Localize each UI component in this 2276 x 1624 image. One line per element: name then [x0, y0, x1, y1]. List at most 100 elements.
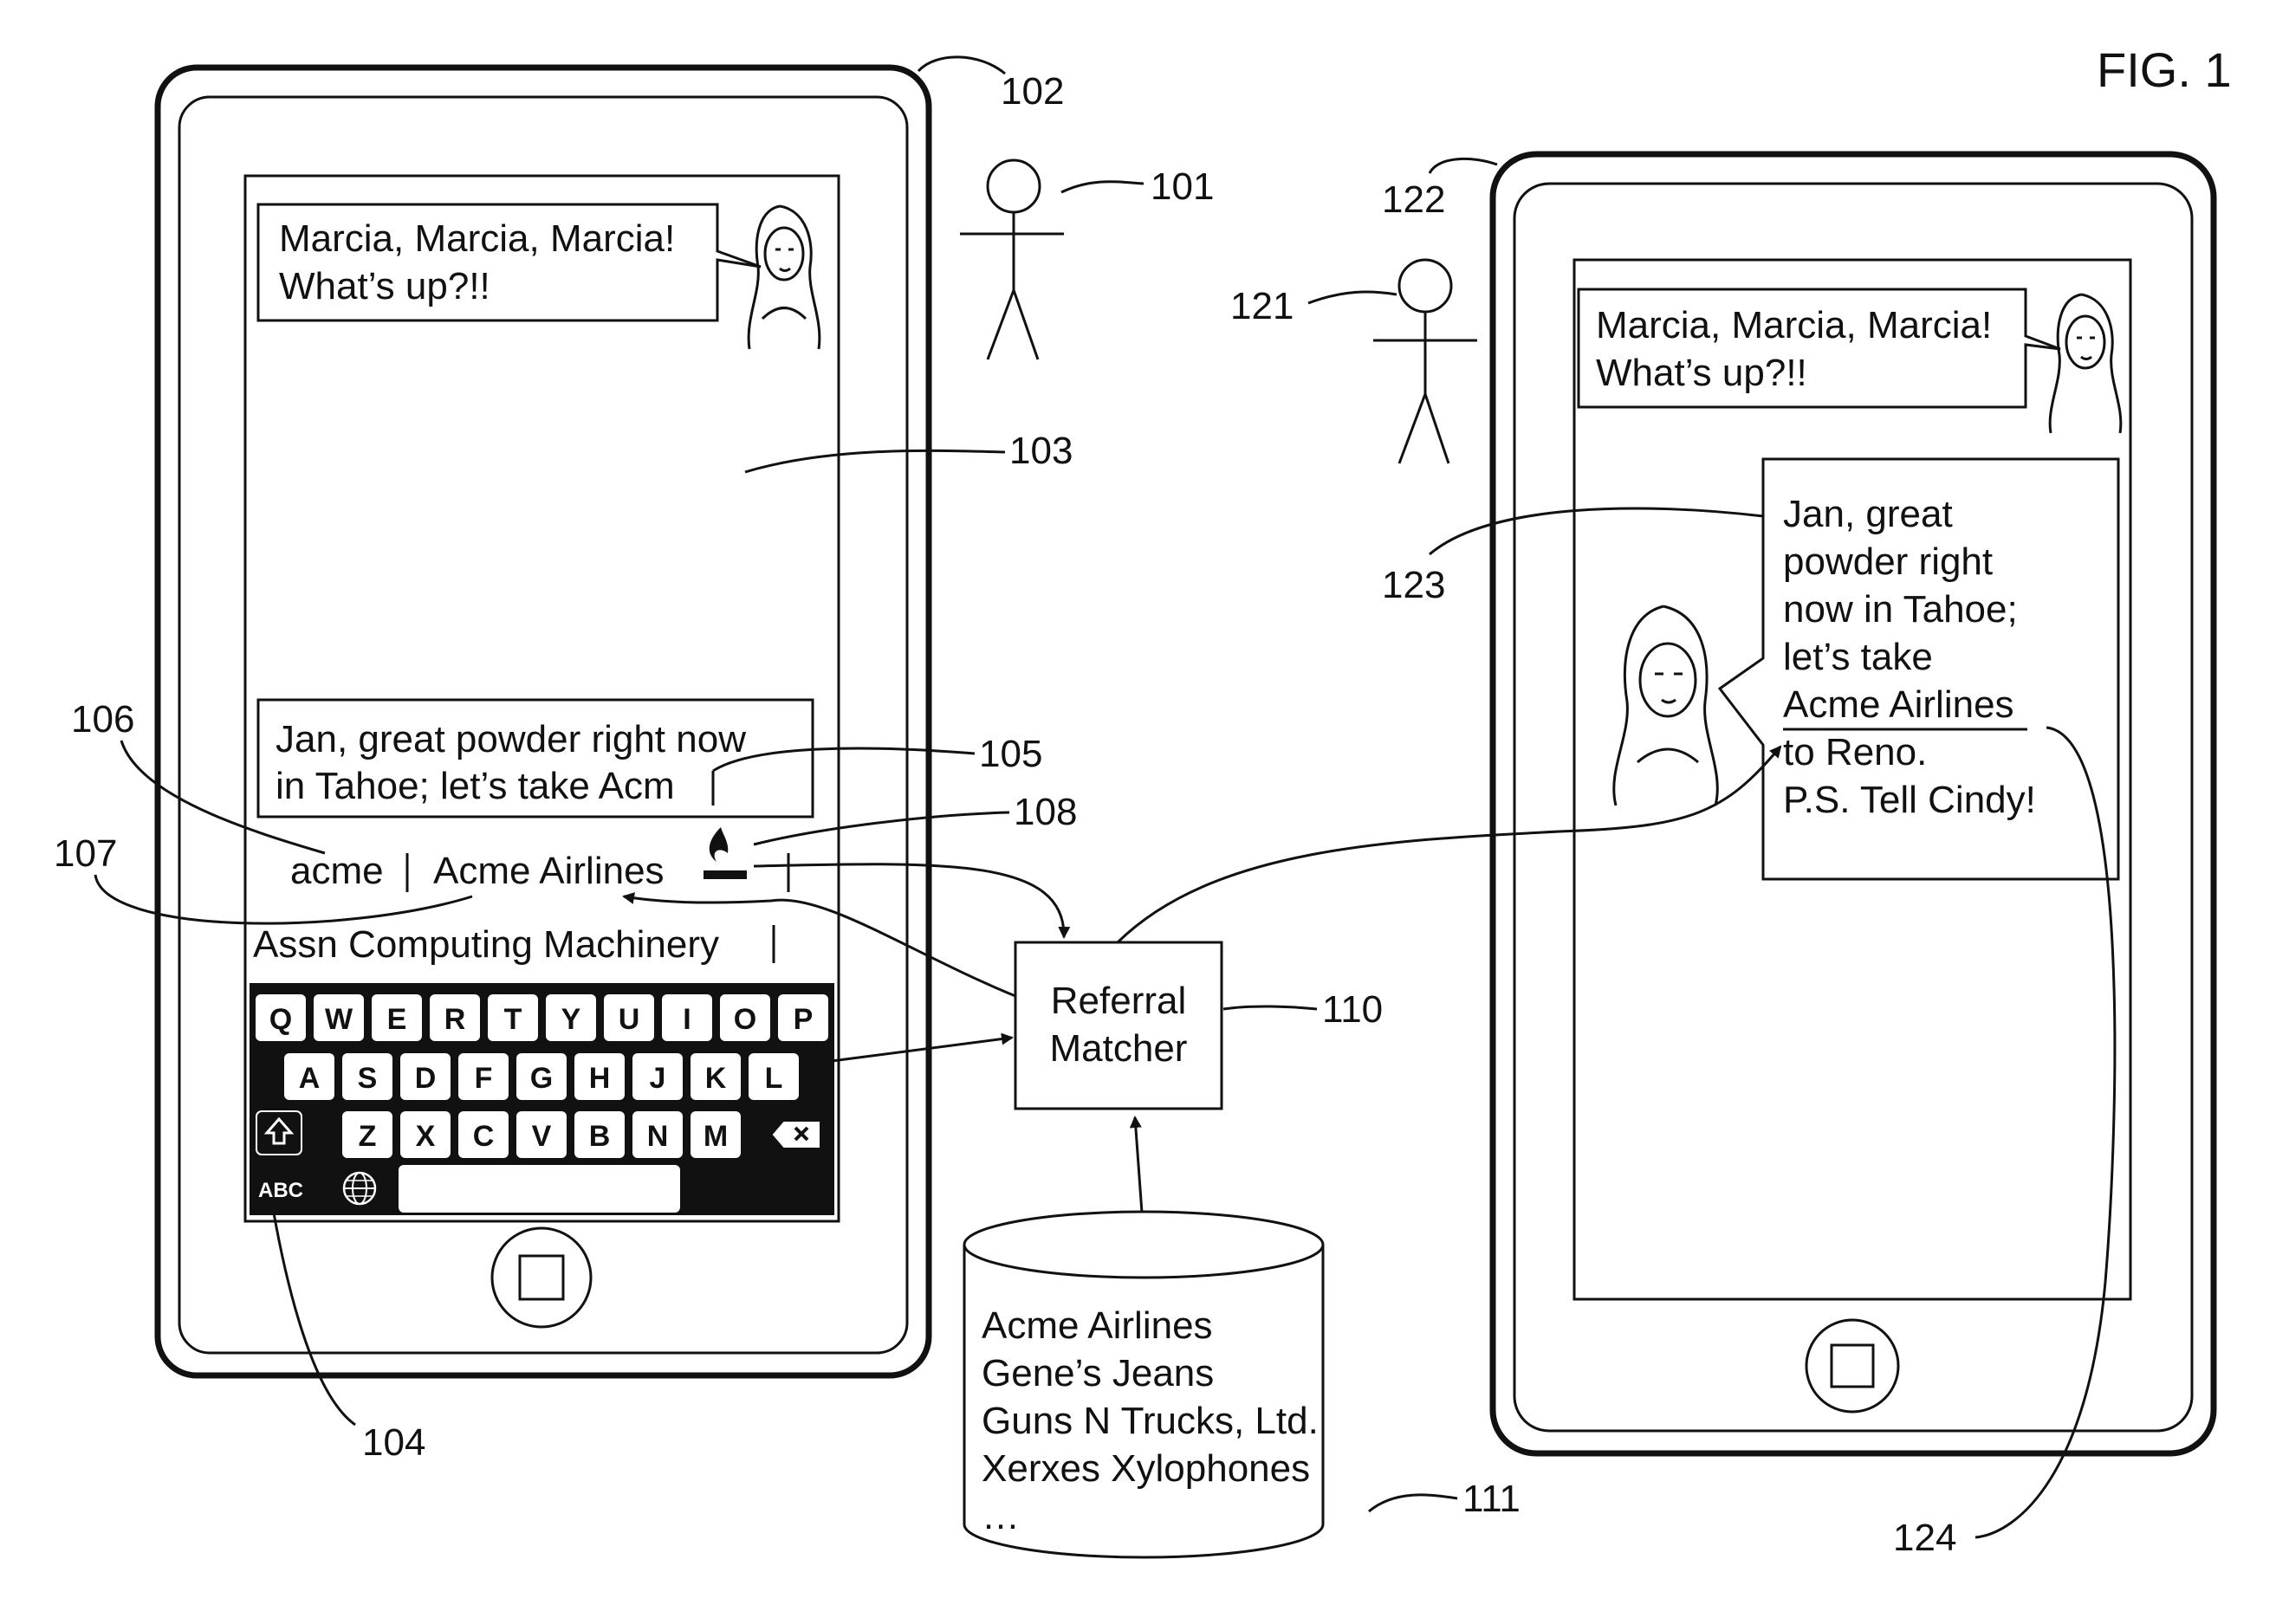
database-cylinder: Acme Airlines Gene’s Jeans Guns N Trucks… [964, 1212, 1323, 1557]
key-k[interactable]: K [691, 1053, 741, 1100]
ref-110: 110 [1322, 988, 1383, 1031]
right-avatar-large [1614, 606, 1718, 806]
key-label: N [647, 1120, 669, 1153]
received-line1: Jan, great [1783, 493, 1953, 535]
left-keyboard: QWERTY UIO P AS DFG H J KL Z X CVB N M ABC [250, 983, 834, 1215]
ref-108: 108 [1014, 791, 1077, 833]
key-label: X [416, 1120, 436, 1153]
backspace-key[interactable] [774, 1123, 819, 1147]
key-d[interactable]: D [400, 1053, 451, 1100]
ref-104: 104 [362, 1421, 425, 1464]
key-e[interactable]: E [372, 994, 422, 1041]
abc-key[interactable]: ABC [258, 1179, 303, 1202]
leader-124 [1975, 728, 2115, 1537]
key-q[interactable]: Q [256, 994, 306, 1041]
ref-111: 111 [1462, 1478, 1521, 1520]
matcher-line2: Matcher [1050, 1027, 1188, 1070]
leader-101 [1061, 182, 1144, 192]
key-b[interactable]: B [574, 1111, 625, 1158]
key-label: B [589, 1120, 611, 1153]
left-avatar [749, 206, 820, 349]
sponsor-icon[interactable] [704, 827, 747, 879]
ref-103: 103 [1009, 430, 1073, 472]
ref-106: 106 [71, 698, 134, 741]
key-w[interactable]: W [314, 994, 364, 1041]
acme-airlines-link[interactable]: Acme Airlines [1783, 683, 2014, 726]
key-label: Z [359, 1120, 377, 1153]
key-m[interactable]: M [691, 1111, 741, 1158]
ref-102: 102 [1001, 70, 1064, 113]
key-label: U [619, 1003, 640, 1036]
received-line2: powder right [1783, 540, 1993, 583]
key-label: K [705, 1062, 727, 1095]
figure-label: FIG. 1 [2097, 42, 2232, 97]
key-t[interactable]: T [488, 994, 538, 1041]
key-a[interactable]: A [284, 1053, 334, 1100]
received-line4: let’s take [1783, 636, 1933, 678]
key-v[interactable]: V [516, 1111, 567, 1158]
suggestion-match[interactable]: Acme Airlines [433, 850, 665, 892]
arrow-db-to-matcher [1135, 1117, 1142, 1213]
key-label: D [415, 1062, 437, 1095]
suggestion-typed[interactable]: acme [290, 850, 384, 892]
key-j[interactable]: J [632, 1053, 683, 1100]
db-entry-3: Guns N Trucks, Ltd. [982, 1400, 1319, 1442]
right-home-button[interactable] [1806, 1320, 1898, 1412]
leader-110 [1223, 1006, 1317, 1009]
key-s[interactable]: S [342, 1053, 392, 1100]
leader-103 [745, 450, 1005, 472]
key-i[interactable]: I [662, 994, 712, 1041]
key-g[interactable]: G [516, 1053, 567, 1100]
key-label: Y [561, 1003, 581, 1036]
left-compose-box[interactable]: Jan, great powder right now in Tahoe; le… [258, 700, 813, 817]
key-label: O [734, 1003, 756, 1036]
db-entry-1: Acme Airlines [982, 1304, 1213, 1347]
left-incoming-line1: Marcia, Marcia, Marcia! [279, 217, 675, 260]
key-r[interactable]: R [430, 994, 480, 1041]
key-label: R [444, 1003, 466, 1036]
key-u[interactable]: U [604, 994, 654, 1041]
ref-122: 122 [1382, 178, 1445, 221]
db-entry-4: Xerxes Xylophones [982, 1447, 1310, 1490]
key-o[interactable]: O [720, 994, 770, 1041]
right-incoming-line1: Marcia, Marcia, Marcia! [1596, 304, 1992, 346]
key-label: S [358, 1062, 378, 1095]
key-label: M [704, 1120, 728, 1153]
arrow-keyboard-to-matcher [832, 1038, 1012, 1061]
ref-124: 124 [1893, 1517, 1956, 1559]
leader-123 [1430, 508, 1763, 554]
leader-121 [1308, 292, 1397, 303]
key-l[interactable]: L [749, 1053, 799, 1100]
key-label: W [325, 1003, 353, 1036]
ref-123: 123 [1382, 564, 1445, 606]
key-label: Q [269, 1003, 292, 1036]
left-incoming-bubble: Marcia, Marcia, Marcia! What’s up?!! [258, 204, 761, 320]
key-label: H [589, 1062, 611, 1095]
key-z[interactable]: Z [342, 1111, 392, 1158]
key-label: P [794, 1003, 814, 1036]
shift-key[interactable] [256, 1111, 302, 1155]
space-key[interactable] [399, 1165, 680, 1213]
received-line7: P.S. Tell Cindy! [1783, 779, 2036, 821]
right-received-bubble: Jan, great powder right now in Tahoe; le… [1720, 459, 2118, 879]
ref-105: 105 [979, 733, 1042, 775]
left-home-button[interactable] [492, 1228, 591, 1327]
left-compose-line1: Jan, great powder right now [276, 718, 746, 760]
db-entry-2: Gene’s Jeans [982, 1352, 1214, 1394]
key-p[interactable]: P [778, 994, 828, 1041]
ref-101: 101 [1151, 165, 1214, 208]
key-f[interactable]: F [458, 1053, 509, 1100]
right-incoming-bubble: Marcia, Marcia, Marcia! What’s up?!! [1579, 289, 2060, 407]
key-n[interactable]: N [632, 1111, 683, 1158]
matcher-line1: Referral [1051, 980, 1187, 1022]
suggestion-alt[interactable]: Assn Computing Machinery [253, 923, 719, 966]
key-c[interactable]: C [458, 1111, 509, 1158]
key-x[interactable]: X [400, 1111, 451, 1158]
key-label: G [530, 1062, 553, 1095]
key-label: C [473, 1120, 495, 1153]
key-label: J [650, 1062, 666, 1095]
right-device: Marcia, Marcia, Marcia! What’s up?!! Jan… [1493, 154, 2214, 1453]
key-h[interactable]: H [574, 1053, 625, 1100]
key-y[interactable]: Y [546, 994, 596, 1041]
